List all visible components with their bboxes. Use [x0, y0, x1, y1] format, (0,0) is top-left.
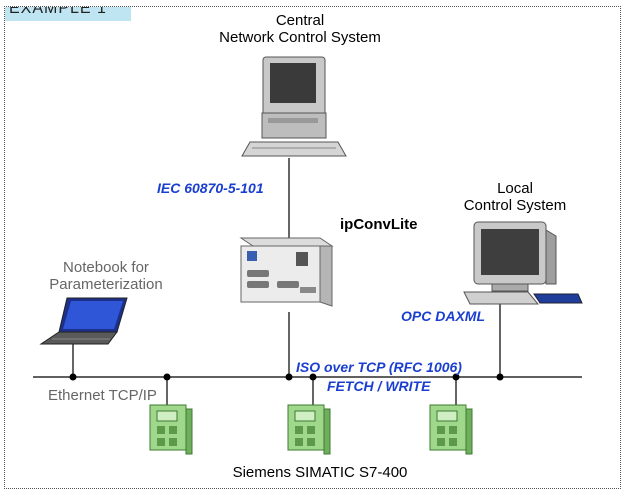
example-tab: EXAMPLE 1 [5, 7, 131, 21]
bus-node [496, 373, 504, 381]
iso-over-tcp-label: ISO over TCP (RFC 1006) [296, 359, 462, 375]
example-frame: EXAMPLE 1 [4, 6, 621, 489]
plc-rack-3-icon [429, 404, 473, 455]
local-control-label: Local Control System [463, 180, 567, 214]
bus-node [285, 373, 293, 381]
bus-node [452, 373, 460, 381]
central-label: Central Network Control System [219, 12, 381, 46]
notebook-label: Notebook for Parameterization [49, 259, 163, 293]
central-workstation-icon [241, 56, 347, 157]
ethernet-label: Ethernet TCP/IP [48, 387, 157, 404]
plc-rack-2-icon [287, 404, 331, 455]
iec-protocol-label: IEC 60870-5-101 [157, 180, 264, 196]
bus-node [163, 373, 171, 381]
plc-rack-1-icon [149, 404, 193, 455]
bus-node [309, 373, 317, 381]
bus-node [69, 373, 77, 381]
siemens-label: Siemens SIMATIC S7-400 [232, 464, 408, 481]
notebook-icon [39, 297, 128, 345]
local-control-system-icon [463, 221, 583, 305]
ipconvlite-device-icon [239, 237, 334, 307]
ipconvlite-label: ipConvLite [340, 216, 418, 233]
opc-daxml-label: OPC DAXML [401, 308, 485, 324]
fetch-write-label: FETCH / WRITE [327, 378, 431, 394]
